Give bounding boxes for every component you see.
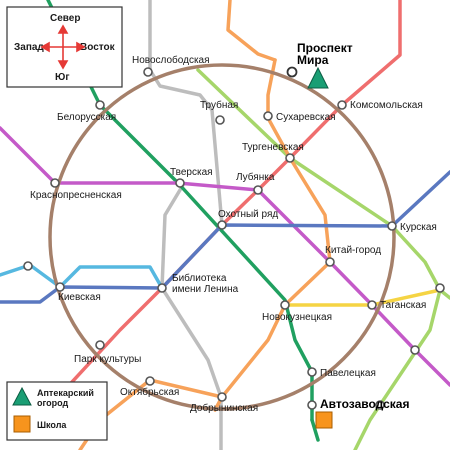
label-kurskaya: Курская xyxy=(400,222,437,233)
label-prospekt-mira-1: Проспект xyxy=(297,41,353,55)
label-kievskaya: Киевская xyxy=(58,292,101,303)
light-green-line-south xyxy=(353,288,442,450)
station-dot-dobryninskaya[interactable] xyxy=(217,392,227,402)
station-dot-turgenevskaya[interactable] xyxy=(285,153,295,163)
station-dot-park-kultury[interactable] xyxy=(95,340,105,350)
station-dot-trubnaya[interactable] xyxy=(215,115,225,125)
legend-garden-triangle-icon xyxy=(12,386,32,406)
compass-east: Восток xyxy=(80,42,116,53)
label-paveletskaya: Павелецкая xyxy=(320,368,376,379)
gray-line xyxy=(148,0,224,227)
legend-garden-label-1: Аптекарский xyxy=(37,388,94,398)
label-prospekt-mira-2: Мира xyxy=(297,53,329,67)
station-dot-sukharevskaya[interactable] xyxy=(263,111,273,121)
label-trubnaya: Трубная xyxy=(200,99,238,111)
gray-line-south xyxy=(160,183,223,450)
station-dot-komsomolskaya[interactable] xyxy=(337,100,347,110)
label-oktyabrskaya: Октябрьская xyxy=(120,386,179,398)
compass-north: Север xyxy=(50,13,80,24)
label-lubyanka: Лубянка xyxy=(236,171,275,183)
station-dot-tverskaya[interactable] xyxy=(175,178,185,188)
label-belorusskaya: Белорусская xyxy=(57,112,116,123)
compass-south: Юг xyxy=(55,72,69,83)
label-sukharevskaya: Сухаревская xyxy=(276,112,336,123)
station-dot-taganskaya-east[interactable] xyxy=(435,283,445,293)
label-biblioteka-1: Библиотека xyxy=(172,272,227,284)
label-novokuznetskaya: Новокузнецкая xyxy=(262,312,332,323)
label-komsomolskaya: Комсомольская xyxy=(350,100,423,111)
legend-school-square-icon xyxy=(13,415,31,433)
landmark-prospekt-mira[interactable]: Проспект Мира xyxy=(297,41,353,89)
label-novoslobodskaya: Новослободская xyxy=(132,54,210,66)
station-labels: Новослободская Белорусская Комсомольская… xyxy=(30,54,437,414)
label-park-kultury: Парк культуры xyxy=(74,354,141,365)
label-taganskaya: Таганская xyxy=(380,300,426,311)
station-dot-taganskaya[interactable] xyxy=(367,300,377,310)
legend-garden-label-2: огород xyxy=(37,398,69,408)
orange-line xyxy=(213,58,332,412)
label-okhotny-ryad: Охотный ряд xyxy=(218,209,278,220)
legend-school-label: Школа xyxy=(37,420,67,430)
station-dot-belorusskaya[interactable] xyxy=(95,100,105,110)
red-line xyxy=(38,0,402,422)
school-square-icon[interactable] xyxy=(315,411,333,429)
station-dot-lubyanka[interactable] xyxy=(253,185,263,195)
ring-line xyxy=(48,63,396,411)
purple-line xyxy=(0,126,450,387)
label-biblioteka-2: имени Ленина xyxy=(172,284,239,295)
compass-west: Запад xyxy=(14,42,44,53)
station-dot-novokuznetskaya[interactable] xyxy=(280,300,290,310)
station-dots xyxy=(23,66,445,410)
station-dot-okhotny-ryad[interactable] xyxy=(217,220,227,230)
station-dot-avtozavodskaya[interactable] xyxy=(307,400,317,410)
label-turgenevskaya: Тургеневская xyxy=(242,142,304,153)
station-dot-proletarskaya[interactable] xyxy=(410,345,420,355)
garden-triangle-icon[interactable] xyxy=(307,66,329,89)
station-dot-paveletskaya[interactable] xyxy=(307,367,317,377)
station-dot-krasnopresnenskaya[interactable] xyxy=(50,178,60,188)
station-dot-novoslobodskaya[interactable] xyxy=(143,67,153,77)
compass-arrows-icon xyxy=(40,24,86,70)
legend: Аптекарский огород Школа xyxy=(6,381,108,441)
station-dot-biblioteka[interactable] xyxy=(157,283,167,293)
label-avtozavodskaya: Автозаводская xyxy=(320,397,409,411)
label-krasnopresnenskaya: Краснопресненская xyxy=(30,190,122,201)
compass: Север Юг Запад Восток xyxy=(6,6,123,88)
label-kitay-gorod: Китай-город xyxy=(325,245,381,256)
station-dot-south[interactable] xyxy=(375,400,385,410)
orange-line-north xyxy=(226,0,277,62)
station-dot-kurskaya[interactable] xyxy=(387,221,397,231)
station-dot-kitay-gorod[interactable] xyxy=(325,257,335,267)
label-tverskaya: Тверская xyxy=(170,167,213,178)
station-dot-kievskaya[interactable] xyxy=(55,282,65,292)
station-dot-prospekt-mira[interactable] xyxy=(286,66,298,78)
teal-spur xyxy=(310,418,320,442)
station-dot-kievskaya-west[interactable] xyxy=(23,261,33,271)
label-dobryninskaya: Добрынинская xyxy=(190,402,258,414)
landmark-avtozavodskaya[interactable]: Автозаводская xyxy=(315,397,409,429)
station-dot-oktyabrskaya[interactable] xyxy=(145,376,155,386)
